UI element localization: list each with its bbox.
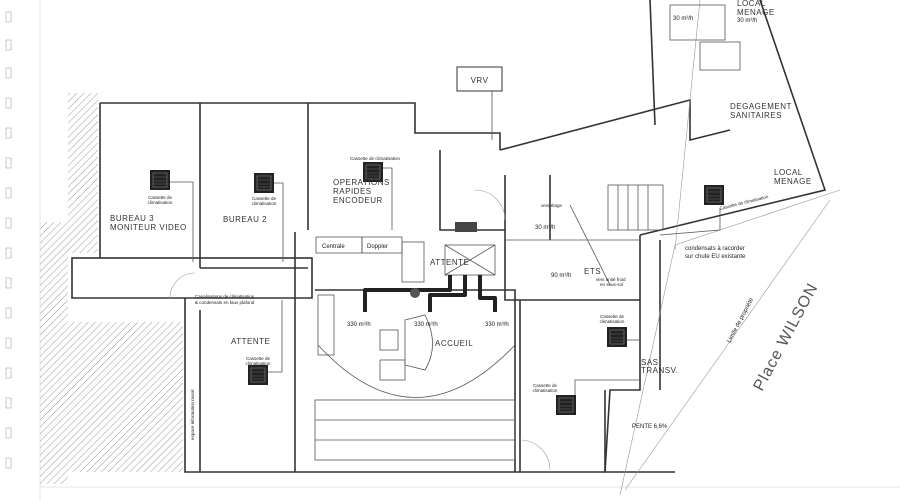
svg-text:Cassette de climatisation: Cassette de climatisation [719, 194, 769, 211]
svg-text:330 m³/h: 330 m³/h [347, 322, 371, 328]
room-local-menage: LOCAL [774, 168, 803, 177]
svg-text:Cassette de: Cassette de [148, 195, 173, 200]
ducts [170, 167, 721, 395]
hatched-walls [40, 93, 183, 484]
svg-text:vers étage: vers étage [541, 203, 563, 208]
svg-text:Cassette de climatisation: Cassette de climatisation [350, 156, 401, 161]
room-bureau-2: BUREAU 2 [223, 215, 267, 224]
svg-text:RAPIDES: RAPIDES [333, 187, 372, 196]
room-accueil: ACCUEIL [435, 339, 473, 348]
vrv-unit [456, 66, 503, 92]
svg-text:30 m³/h: 30 m³/h [673, 16, 693, 22]
svg-text:climatisation: climatisation [246, 361, 271, 366]
svg-text:30 m³/h: 30 m³/h [535, 225, 555, 231]
svg-text:climatisation: climatisation [252, 201, 277, 206]
svg-text:vers unité froid: vers unité froid [596, 277, 626, 282]
room-local-menage-top: LOCAL [737, 0, 766, 8]
walls [71, 0, 841, 496]
svg-text:Cassette de: Cassette de [533, 383, 558, 388]
svg-text:SANITAIRES: SANITAIRES [730, 111, 782, 120]
room-attente-left: ATTENTE [231, 337, 270, 346]
svg-text:MENAGE: MENAGE [737, 8, 775, 17]
svg-text:30 m³/h: 30 m³/h [737, 18, 757, 24]
equipment-centrale: Centrale [322, 244, 345, 250]
cassette-icon [247, 364, 269, 386]
vrv-label: VRV [471, 76, 489, 85]
svg-text:PENTE 6,6%: PENTE 6,6% [632, 424, 668, 430]
svg-text:Cassette de: Cassette de [252, 196, 277, 201]
cassette-icon [703, 184, 725, 206]
room-operations: OPERATIONS [333, 178, 390, 187]
equipment-doppler: Doppler [367, 244, 388, 250]
svg-text:Cassette de: Cassette de [246, 356, 271, 361]
room-bureau-3-sub: MONITEUR VIDEO [110, 223, 187, 232]
cassette-icon [149, 169, 171, 191]
cassette-icon [606, 326, 628, 348]
svg-text:condensats à racorder: condensats à racorder [685, 246, 745, 252]
svg-text:& condensats en faux plafond: & condensats en faux plafond [195, 300, 255, 305]
svg-text:ENCODEUR: ENCODEUR [333, 196, 383, 205]
svg-text:climatisation: climatisation [533, 388, 558, 393]
svg-text:espace information mural: espace information mural [190, 389, 195, 440]
svg-text:climatisation: climatisation [148, 200, 173, 205]
svg-text:en sous-sol: en sous-sol [600, 282, 623, 287]
svg-text:330 m³/h: 330 m³/h [414, 322, 438, 328]
room-ets: ETS [584, 267, 601, 276]
svg-text:climatisation: climatisation [600, 319, 625, 324]
svg-text:TRANSV.: TRANSV. [641, 366, 678, 375]
room-sas: SAS [641, 358, 659, 367]
cassette-icon [555, 394, 577, 416]
svg-text:MENAGE: MENAGE [774, 177, 812, 186]
svg-text:Limite de propriété: Limite de propriété [726, 297, 755, 344]
svg-text:Cassette de: Cassette de [600, 314, 625, 319]
cassette-icon [253, 172, 275, 194]
svg-text:90 m³/h: 90 m³/h [551, 273, 571, 279]
cassette-labels: Cassette de climatisation Cassette de cl… [148, 156, 770, 393]
room-attente-center: ATTENTE [430, 258, 469, 267]
svg-text:330 m³/h: 330 m³/h [485, 322, 509, 328]
svg-text:sur chute EU existante: sur chute EU existante [685, 254, 746, 260]
svg-text:Canalisations de climatisation: Canalisations de climatisation [195, 294, 255, 299]
room-degagement: DEGAGEMENT [730, 102, 792, 111]
room-labels: BUREAU 3 MONITEUR VIDEO BUREAU 2 OPERATI… [110, 0, 812, 375]
flow-labels: 330 m³/h 330 m³/h 330 m³/h 30 m³/h 90 m³… [347, 16, 757, 328]
room-bureau-3: BUREAU 3 [110, 214, 154, 223]
